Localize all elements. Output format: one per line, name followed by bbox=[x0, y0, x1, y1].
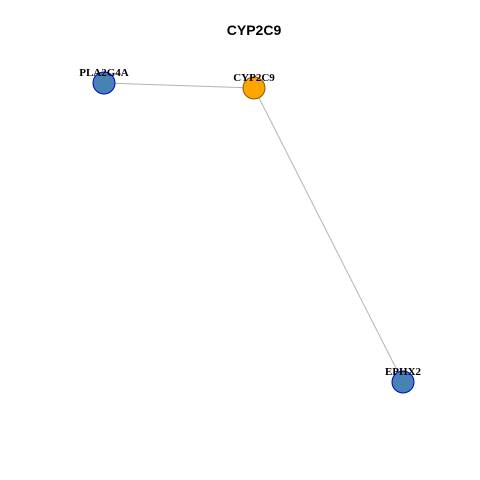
node-cyp2c9-label: CYP2C9 bbox=[233, 72, 275, 84]
node-pla2g4a[interactable]: PLA2G4A bbox=[79, 67, 129, 95]
node-ephx2-circle[interactable] bbox=[391, 370, 415, 394]
edge-pla2g4a-cyp2c9 bbox=[103, 82, 255, 89]
edges-layer bbox=[103, 82, 404, 383]
nodes-layer: PLA2G4A CYP2C9 EPHX2 bbox=[79, 67, 422, 394]
node-ephx2[interactable]: EPHX2 bbox=[385, 366, 422, 394]
edge-cyp2c9-ephx2 bbox=[253, 87, 404, 383]
node-pla2g4a-circle[interactable] bbox=[92, 71, 116, 95]
graph-title: CYP2C9 bbox=[227, 22, 282, 38]
node-pla2g4a-label: PLA2G4A bbox=[79, 67, 129, 79]
node-cyp2c9[interactable]: CYP2C9 bbox=[233, 72, 275, 100]
node-cyp2c9-circle[interactable] bbox=[242, 76, 266, 100]
node-ephx2-label: EPHX2 bbox=[385, 366, 422, 378]
